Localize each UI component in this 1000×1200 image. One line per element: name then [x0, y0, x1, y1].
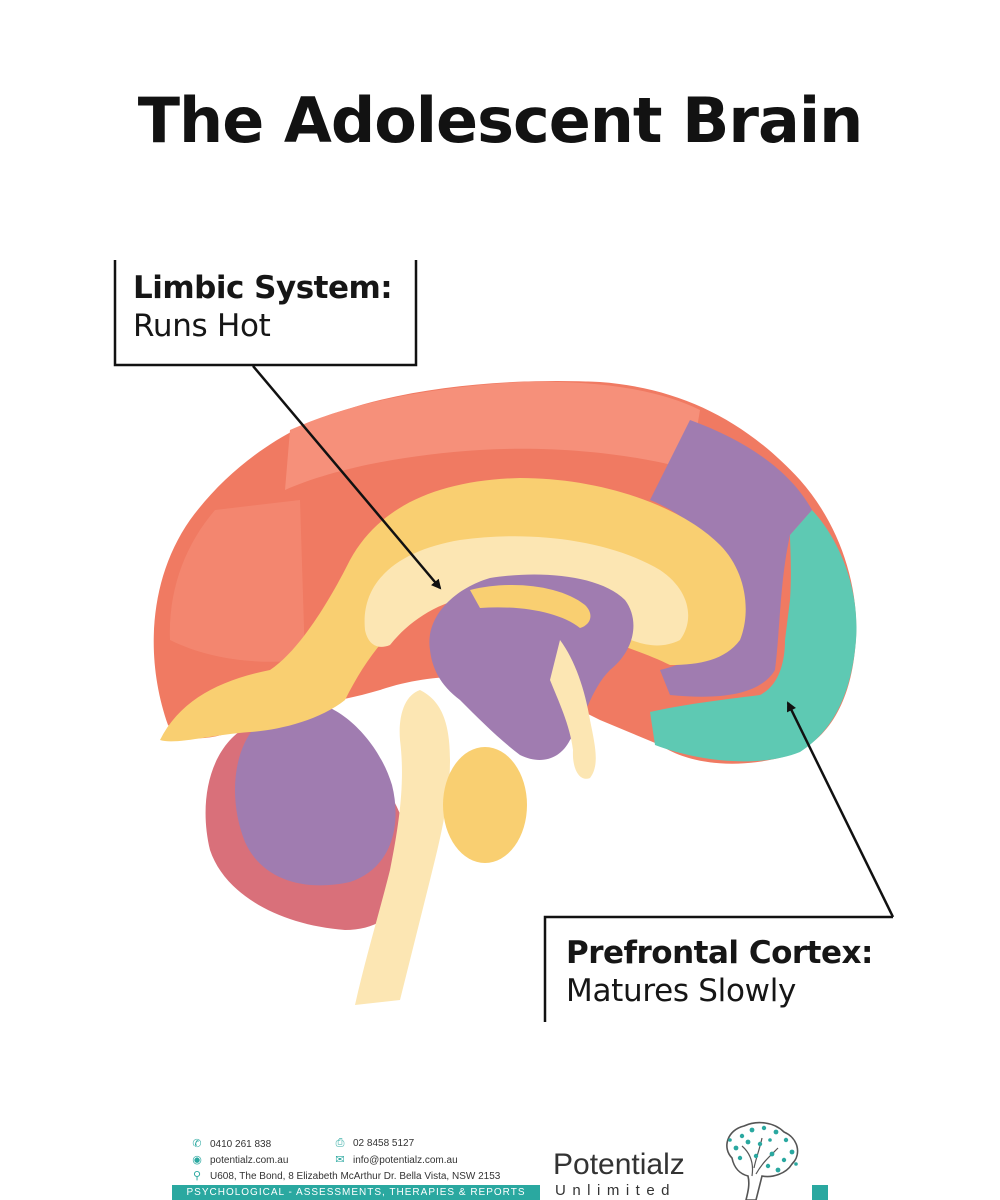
- brainstem: [355, 690, 450, 1005]
- limbic-yellow-ring: [160, 478, 746, 742]
- limbic-arrow: [252, 365, 442, 590]
- prefrontal-label-box: [543, 915, 893, 1022]
- brand-name: Potentialz: [553, 1148, 685, 1181]
- footer-address: ⚲U608, The Bond, 8 Elizabeth McArthur Dr…: [190, 1169, 500, 1182]
- prefrontal-arrow: [786, 701, 895, 918]
- email-icon: ✉: [335, 1154, 345, 1166]
- cortex-front-section: [169, 500, 305, 662]
- page-title: The Adolescent Brain: [137, 84, 863, 157]
- footer-email[interactable]: ✉info@potentialz.com.au: [333, 1153, 457, 1166]
- brand-square: [812, 1185, 828, 1200]
- cerebellum-inner: [234, 700, 396, 886]
- limbic-system-label: Limbic System: Runs Hot: [133, 270, 393, 344]
- prefrontal-heading: Prefrontal Cortex:: [566, 935, 873, 971]
- footer-tagline: PSYCHOLOGICAL - ASSESSMENTS, THERAPIES &…: [172, 1185, 540, 1200]
- footer-fax: ⎙02 8458 5127: [333, 1137, 415, 1150]
- limbic-text: Runs Hot: [133, 308, 271, 344]
- footer: ✆0410 261 838 ⎙02 8458 5127 ◉potentialz.…: [0, 1121, 1000, 1200]
- prefrontal-cortex: [650, 510, 857, 762]
- fax-icon: ⎙: [335, 1137, 345, 1149]
- prefrontal-text: Matures Slowly: [566, 973, 797, 1009]
- footer-website[interactable]: ◉potentialz.com.au: [190, 1153, 288, 1166]
- phone-icon: ✆: [192, 1138, 202, 1150]
- parietal-band: [650, 420, 812, 697]
- globe-icon: ◉: [192, 1154, 202, 1166]
- brand-subtitle: Unlimited: [555, 1182, 677, 1199]
- cortex-top-section: [285, 381, 700, 490]
- limbic-heading: Limbic System:: [133, 270, 393, 306]
- limbic-label-box: [113, 260, 418, 367]
- tree-brain-logo-icon: [726, 1121, 799, 1200]
- prefrontal-cortex-label: Prefrontal Cortex: Matures Slowly: [566, 935, 873, 1009]
- footer-phone: ✆0410 261 838: [190, 1137, 271, 1150]
- pons: [443, 747, 527, 863]
- corpus-callosum-arc: [470, 585, 591, 628]
- location-icon: ⚲: [192, 1170, 202, 1182]
- brainstem-cream-branch: [550, 640, 596, 779]
